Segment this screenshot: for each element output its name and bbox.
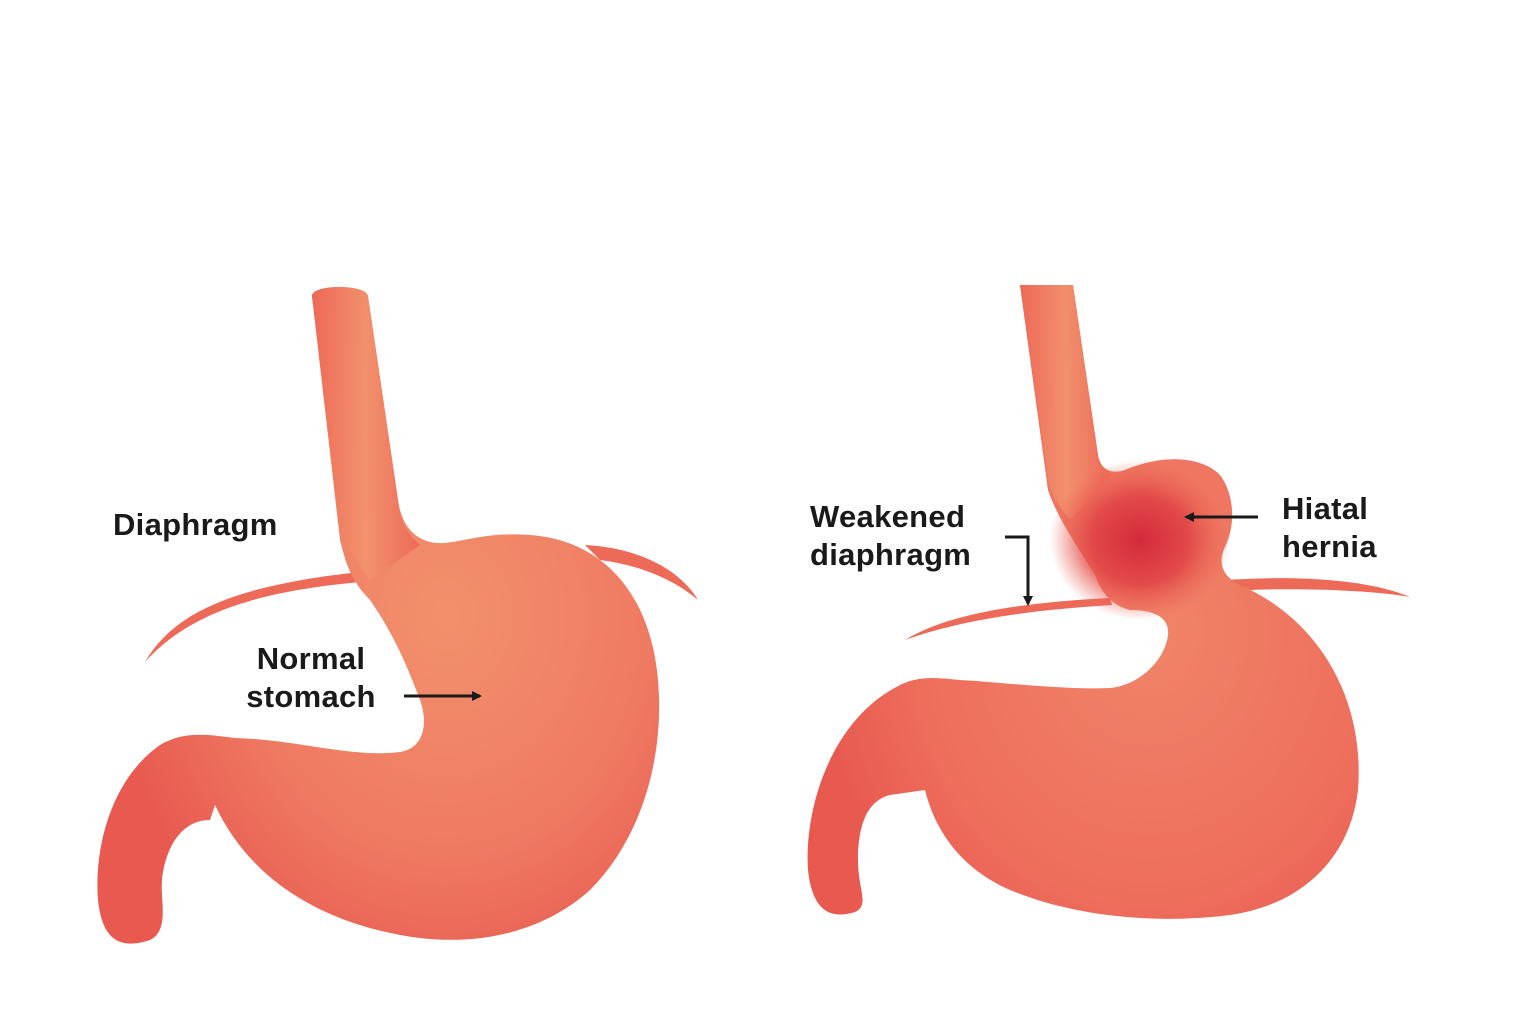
weakened-diaphragm-label-line1: Weakened <box>810 499 966 534</box>
diaphragm-left-weakened <box>905 598 1112 640</box>
normal-stomach-label: Normal stomach <box>226 640 396 716</box>
weakened-diaphragm-arrow-icon <box>1005 535 1033 606</box>
diaphragm-right-normal <box>585 545 698 600</box>
hiatal-hernia-bulge <box>1050 460 1230 620</box>
weakened-diaphragm-label-line2: diaphragm <box>810 537 972 572</box>
hernia-stomach-shape <box>807 285 1359 919</box>
normal-stomach-label-line1: Normal <box>256 641 366 676</box>
hiatal-hernia-label-line2: hernia <box>1282 529 1377 564</box>
normal-esophagus <box>312 287 420 580</box>
normal-stomach-label-line2: stomach <box>246 679 376 714</box>
diaphragm-left-normal <box>145 572 372 662</box>
hiatal-hernia-panel <box>807 285 1410 919</box>
normal-stomach-panel <box>97 287 698 944</box>
diaphragm-right-weakened <box>1225 578 1410 597</box>
hernia-esophagus <box>1020 285 1112 520</box>
normal-stomach-shape <box>97 287 660 944</box>
diaphragm-label: Diaphragm <box>113 507 278 542</box>
hiatal-hernia-label-line1: Hiatal <box>1282 491 1369 526</box>
weakened-diaphragm-label: Weakened diaphragm <box>810 498 971 574</box>
hiatal-hernia-label: Hiatal hernia <box>1282 490 1377 566</box>
